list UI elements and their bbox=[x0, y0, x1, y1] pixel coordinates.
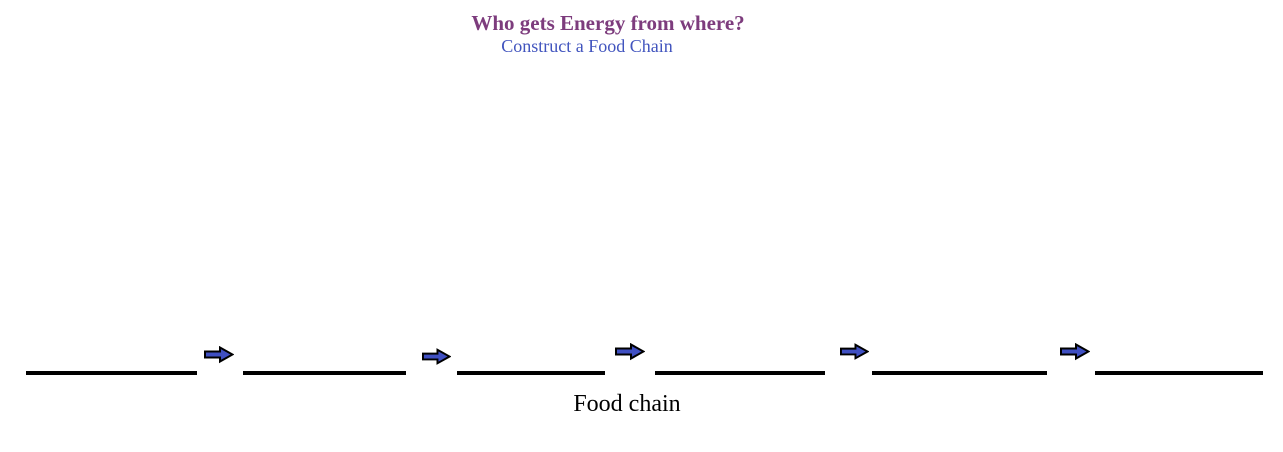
right-arrow-icon bbox=[204, 346, 234, 364]
right-arrow-icon bbox=[840, 343, 869, 360]
food-chain-blank-5[interactable] bbox=[872, 371, 1047, 375]
slide-title: Who gets Energy from where? bbox=[471, 11, 745, 35]
food-chain-blank-4[interactable] bbox=[655, 371, 825, 375]
food-chain-blank-1[interactable] bbox=[26, 371, 197, 375]
food-chain-label: Food chain bbox=[573, 391, 681, 417]
food-chain-blank-3[interactable] bbox=[457, 371, 605, 375]
food-chain-blank-6[interactable] bbox=[1095, 371, 1263, 375]
right-arrow-icon bbox=[1060, 343, 1090, 361]
slide-subtitle: Construct a Food Chain bbox=[501, 36, 673, 56]
right-arrow-icon bbox=[422, 348, 451, 365]
right-arrow-icon bbox=[615, 343, 645, 361]
food-chain-blank-2[interactable] bbox=[243, 371, 406, 375]
